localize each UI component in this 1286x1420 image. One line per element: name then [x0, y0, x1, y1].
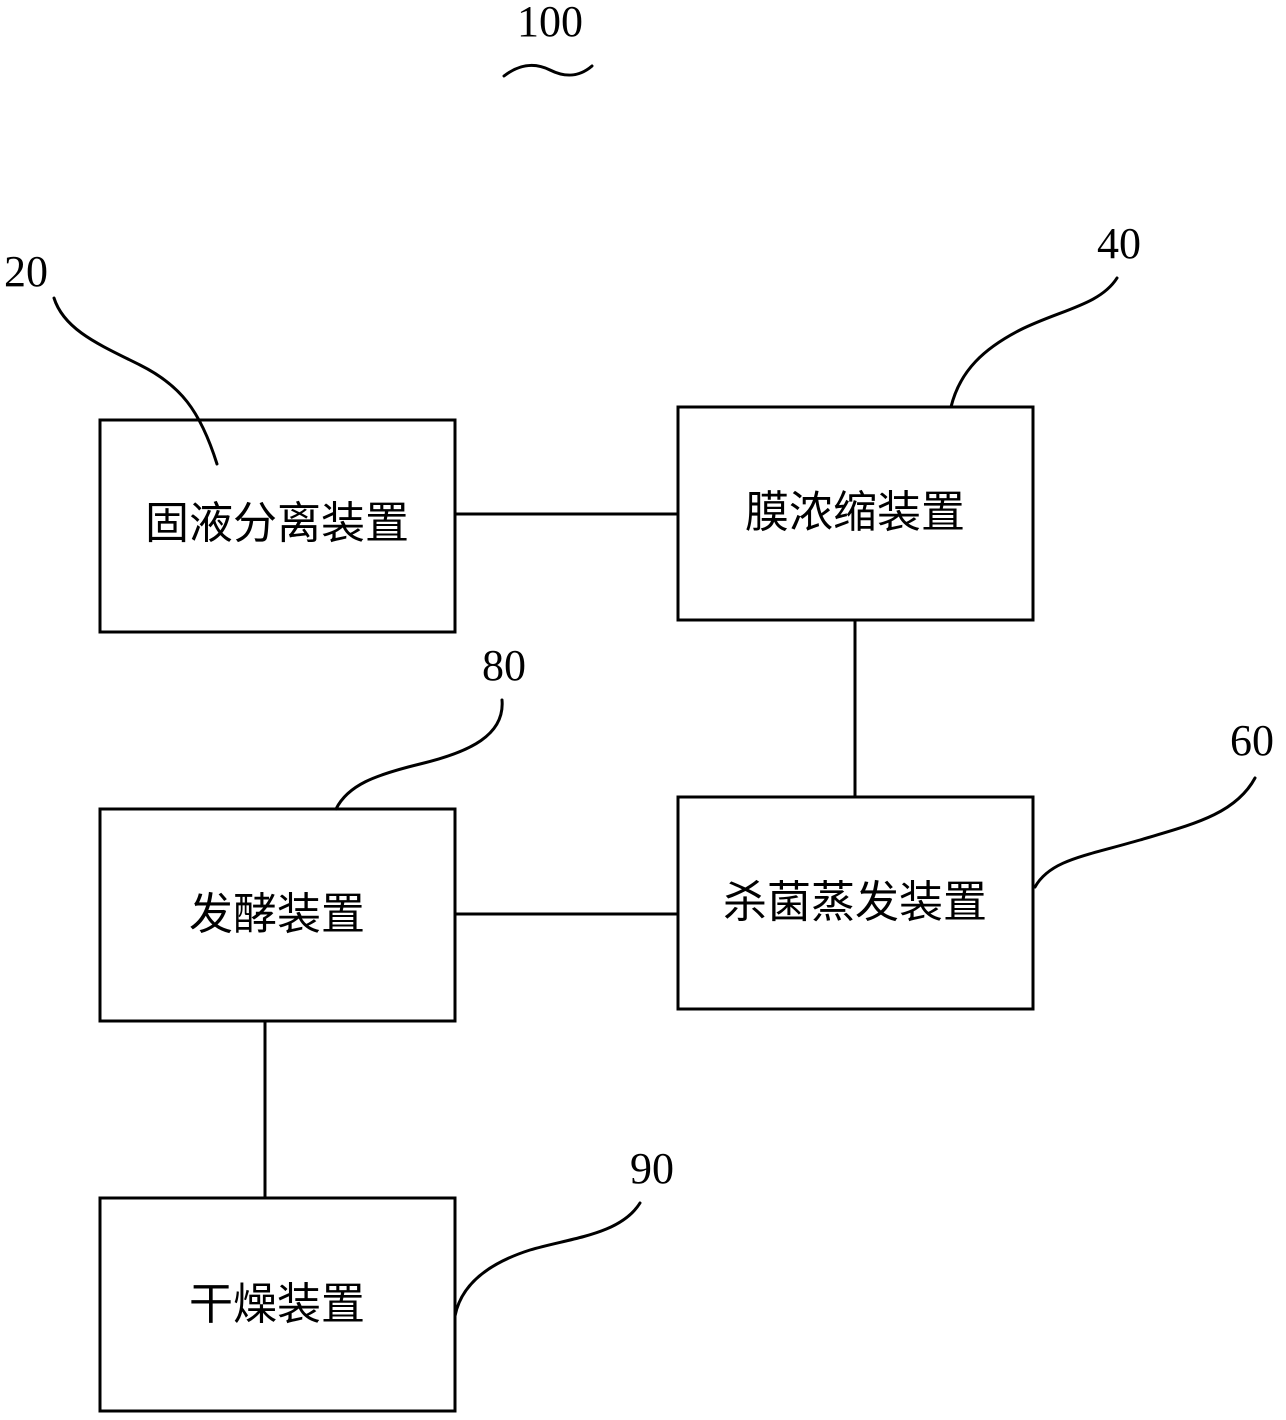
figure-ref-number: 100: [517, 0, 583, 46]
leader-90: [453, 1201, 642, 1318]
solid-liquid-separation-label: 固液分离装置: [145, 498, 409, 549]
membrane-concentration-box: 膜浓缩装置: [676, 405, 1035, 622]
drying-label: 干燥装置: [189, 1279, 365, 1330]
leader-60: [1033, 776, 1257, 889]
leader-40: [949, 276, 1119, 409]
ref-number-60: 60: [1230, 716, 1274, 765]
leader-20: [52, 296, 219, 466]
leader-80: [334, 698, 504, 811]
fermentation-box: 发酵装置: [98, 807, 457, 1023]
ref-number-20: 20: [4, 247, 48, 296]
figure-ref-tilde: [502, 64, 594, 78]
solid-liquid-separation-box: 固液分离装置: [98, 418, 457, 634]
ref-number-80: 80: [482, 641, 526, 690]
ref-number-90: 90: [630, 1144, 674, 1193]
fermentation-label: 发酵装置: [189, 889, 365, 940]
ref-number-40: 40: [1097, 219, 1141, 268]
membrane-concentration-label: 膜浓缩装置: [745, 487, 965, 538]
sterilization-evaporation-box: 杀菌蒸发装置: [676, 795, 1035, 1011]
drying-box: 干燥装置: [98, 1196, 457, 1413]
sterilization-evaporation-label: 杀菌蒸发装置: [723, 877, 987, 928]
